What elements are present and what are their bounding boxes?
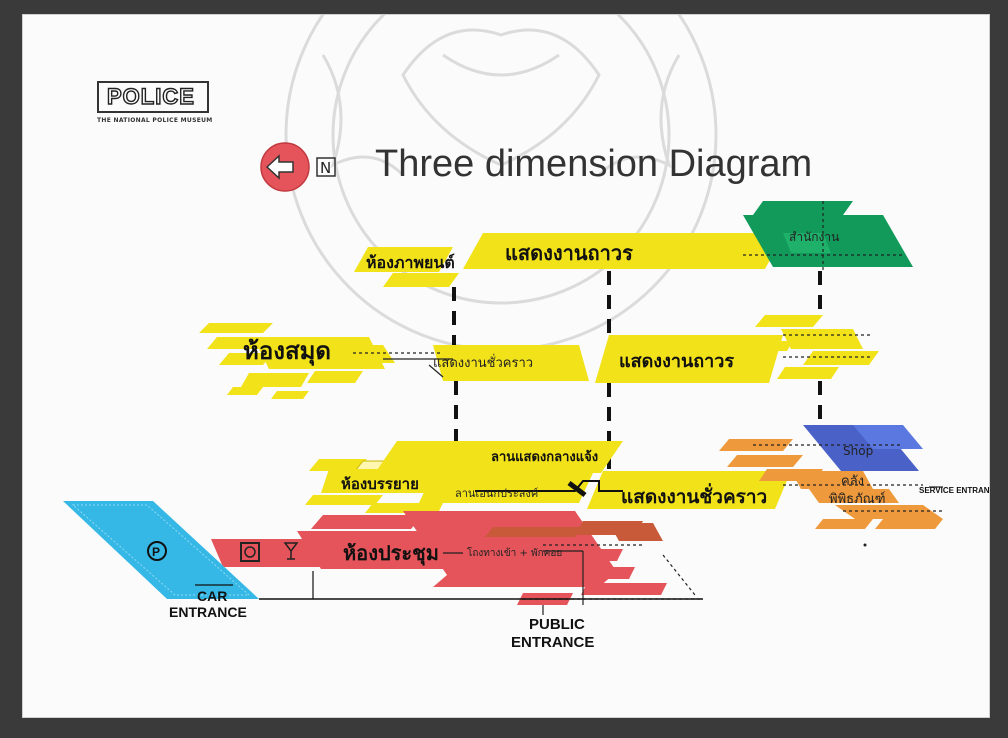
label-ground-temporary: แสดงงานชั่วคราว: [621, 483, 767, 508]
label-outdoor-exhibit: ลานแสดงกลางแจ้ง: [491, 449, 598, 464]
three-dimension-diagram: N ห้องภาพยนต์ แสดงงานถาวร สำนักงาน: [63, 142, 989, 651]
top-level: ห้องภาพยนต์ แสดงงานถาวร สำนักงาน: [354, 201, 913, 287]
parking-icon: P: [152, 545, 160, 559]
label-theater: ห้องภาพยนต์: [366, 253, 455, 272]
label-storage: คลัง: [841, 474, 864, 489]
page-title: Three dimension Diagram: [375, 143, 813, 185]
slide: POLICE THE NATIONAL POLICE MUSEUM Three …: [22, 14, 990, 718]
logo-subtitle: THE NATIONAL POLICE MUSEUM: [97, 117, 213, 124]
label-top-permanent: แสดงงานถาวร: [505, 243, 633, 265]
public-entrance-label-2: ENTRANCE: [511, 634, 594, 651]
label-mid-permanent: แสดงงานถาวร: [619, 351, 734, 371]
police-logo: POLICE: [97, 81, 209, 113]
north-label: N: [320, 159, 331, 177]
bar-icon: [283, 542, 299, 560]
ground-level: ห้องบรรยาย ลานแสดงกลางแจ้ง ลานเอนกประสงค…: [305, 441, 791, 515]
mid-level: ห้องสมุด แสดงงานชั่วคราว แสดงงานถาวร: [199, 315, 879, 399]
north-arrow-icon: N: [260, 142, 336, 192]
restaurant-icon: [240, 542, 260, 562]
label-meeting-room: ห้องประชุม: [343, 542, 439, 566]
service-entrance-line-1: SERVICE ENTRANCE: [919, 486, 989, 495]
public-entrance-label-1: PUBLIC: [529, 616, 585, 633]
parking-area: P: [63, 501, 703, 600]
label-shop: Shop: [843, 444, 873, 458]
label-service-entrance: SERVICE ENTRANCE: [919, 486, 989, 495]
vertical-connectors: [452, 271, 822, 497]
label-library: ห้องสมุด: [243, 338, 331, 367]
logo-text: POLICE: [106, 83, 195, 109]
label-mid-temporary: แสดงงานชั่วคราว: [433, 354, 533, 371]
car-entrance-label-2: ENTRANCE: [169, 604, 247, 620]
label-storage-2: พิพิธภัณฑ์: [829, 491, 886, 507]
label-lobby: โถงทางเข้า + พักคอย: [467, 546, 562, 559]
label-multipurpose: ลานเอนกประสงค์: [455, 487, 538, 500]
service-block: Shop คลัง พิพิธภัณฑ์ SERVICE ENTRANCE: [719, 425, 989, 547]
car-entrance-label-1: CAR: [197, 588, 227, 604]
label-office: สำนักงาน: [789, 230, 839, 244]
label-lecture-room: ห้องบรรยาย: [341, 476, 419, 493]
